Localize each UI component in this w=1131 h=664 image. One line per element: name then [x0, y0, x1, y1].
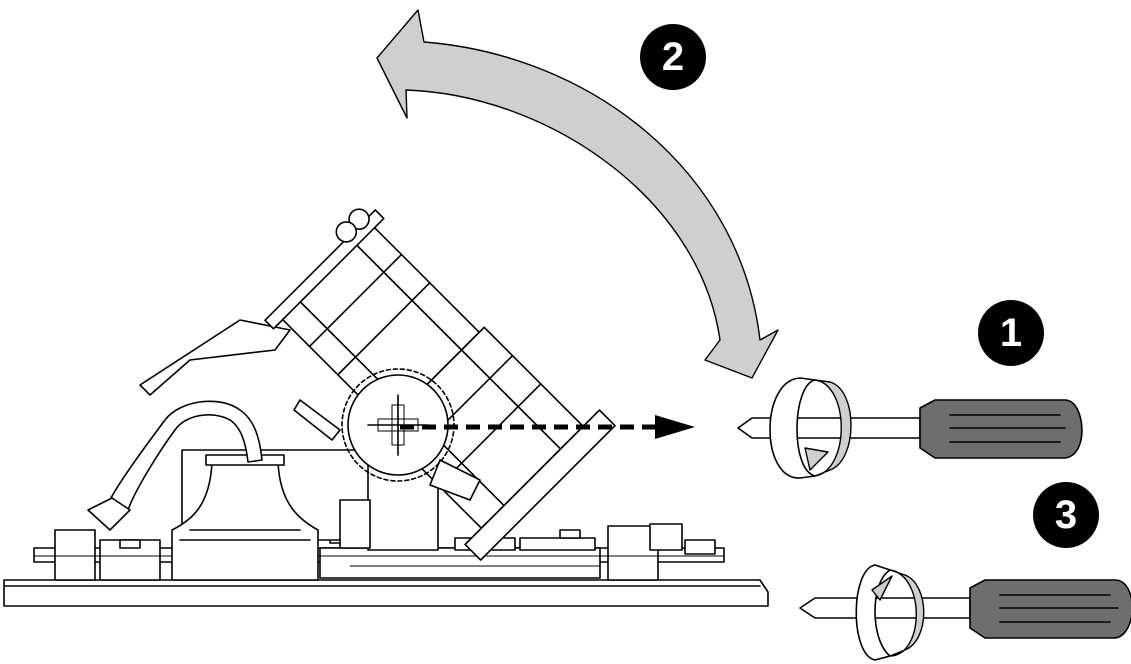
- step-number-2: 2: [662, 35, 684, 79]
- bell-housing: [171, 454, 319, 581]
- step-badge-1: 1: [978, 300, 1044, 366]
- screw-direction-arrow: [400, 415, 695, 439]
- pivot-screw: [341, 368, 455, 482]
- step-number-3: 3: [1055, 493, 1077, 537]
- tilt-arrow: [376, 9, 779, 379]
- step-number-1: 1: [1000, 311, 1022, 355]
- support-post: [339, 461, 439, 551]
- screwdriver-loosen: [737, 377, 1083, 479]
- flex-cable: [87, 400, 263, 531]
- base-plate: [3, 579, 769, 607]
- step-badge-2: 2: [640, 24, 706, 90]
- camera-module: [139, 208, 616, 561]
- step-badge-3: 3: [1033, 482, 1099, 548]
- screwdriver-tighten: [799, 564, 1131, 661]
